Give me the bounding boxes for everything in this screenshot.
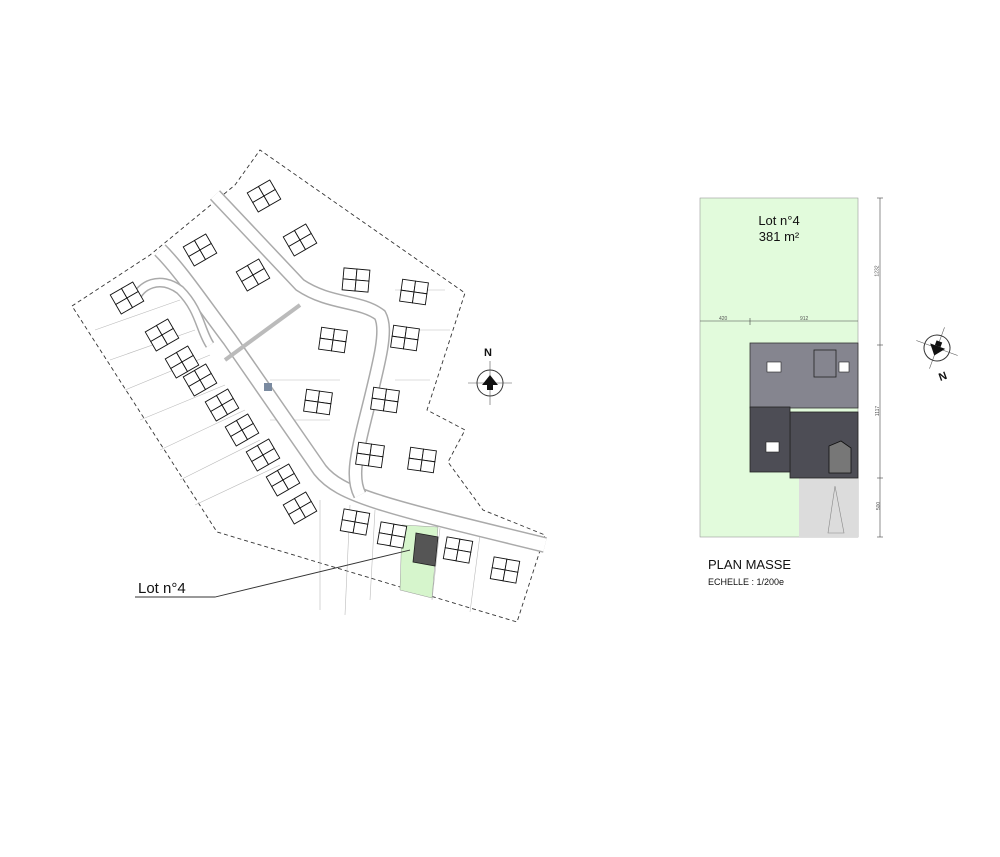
dim-vertical-2: 1117 [875,405,882,417]
house-footprint [355,441,385,469]
house-footprint [164,345,200,379]
house-footprint [235,258,271,292]
house-footprint [442,536,474,564]
house-footprint [224,413,260,447]
house-footprint [399,278,429,306]
callout-leader [135,549,411,598]
plan-scale: ECHELLE : 1/200e [708,577,785,587]
house-footprint [246,179,282,213]
skylight [838,361,850,373]
lot-line [369,509,376,601]
site-plan [71,149,547,623]
house-footprint [318,326,348,354]
chimney-block [813,349,837,378]
parking-symbol [264,383,272,391]
house-footprint [182,233,218,267]
roof-lower-left [749,406,791,473]
house-footprint [390,324,420,352]
dim-horizontal-1: 420 [719,316,728,322]
roof-upper [749,342,859,409]
house-footprint [109,281,145,315]
houses [109,179,521,584]
north-label-site: N [484,347,492,359]
house-footprint [303,388,333,416]
dormer [828,440,852,474]
lot-detail-plan [699,197,958,538]
lot-line [194,464,281,506]
house-footprint [339,508,371,536]
skylight [765,441,780,453]
house-footprint [370,386,400,414]
lot-line [139,384,226,421]
driveway [799,478,858,537]
house-footprint [341,267,371,293]
dim-vertical-3: 500 [876,501,883,511]
driveway-arrow [827,485,845,534]
house-footprint [144,318,180,352]
lot-line [179,439,261,481]
lot-line [159,409,246,451]
plan-title: PLAN MASSE [708,557,792,572]
house-footprint [182,363,218,397]
house-footprint [282,223,318,257]
house-footprint [245,438,281,472]
house-footprint [489,556,521,584]
north-compass-site [468,361,512,405]
house-footprint [204,388,240,422]
lot-line [469,534,481,613]
dim-vertical-1: 1232 [874,265,881,277]
house-footprint [407,446,437,474]
lot-line [94,299,181,331]
skylight [766,361,782,373]
house-footprint [282,491,318,525]
lot-line [431,527,441,601]
north-compass-lot [916,327,958,369]
lot-4-house [412,532,439,567]
roads [130,190,547,553]
lot-area: 381 m² [758,229,800,244]
house-footprint [265,463,301,497]
lot-callout-label: Lot n°4 [138,580,186,597]
site-boundary [71,149,546,623]
dimension-lines [700,197,883,538]
lot-name: Lot n°4 [758,213,800,228]
dim-horizontal-2: 912 [800,316,809,322]
house-footprint [376,521,408,549]
lot-title: Lot n°4 381 m² [700,213,858,245]
